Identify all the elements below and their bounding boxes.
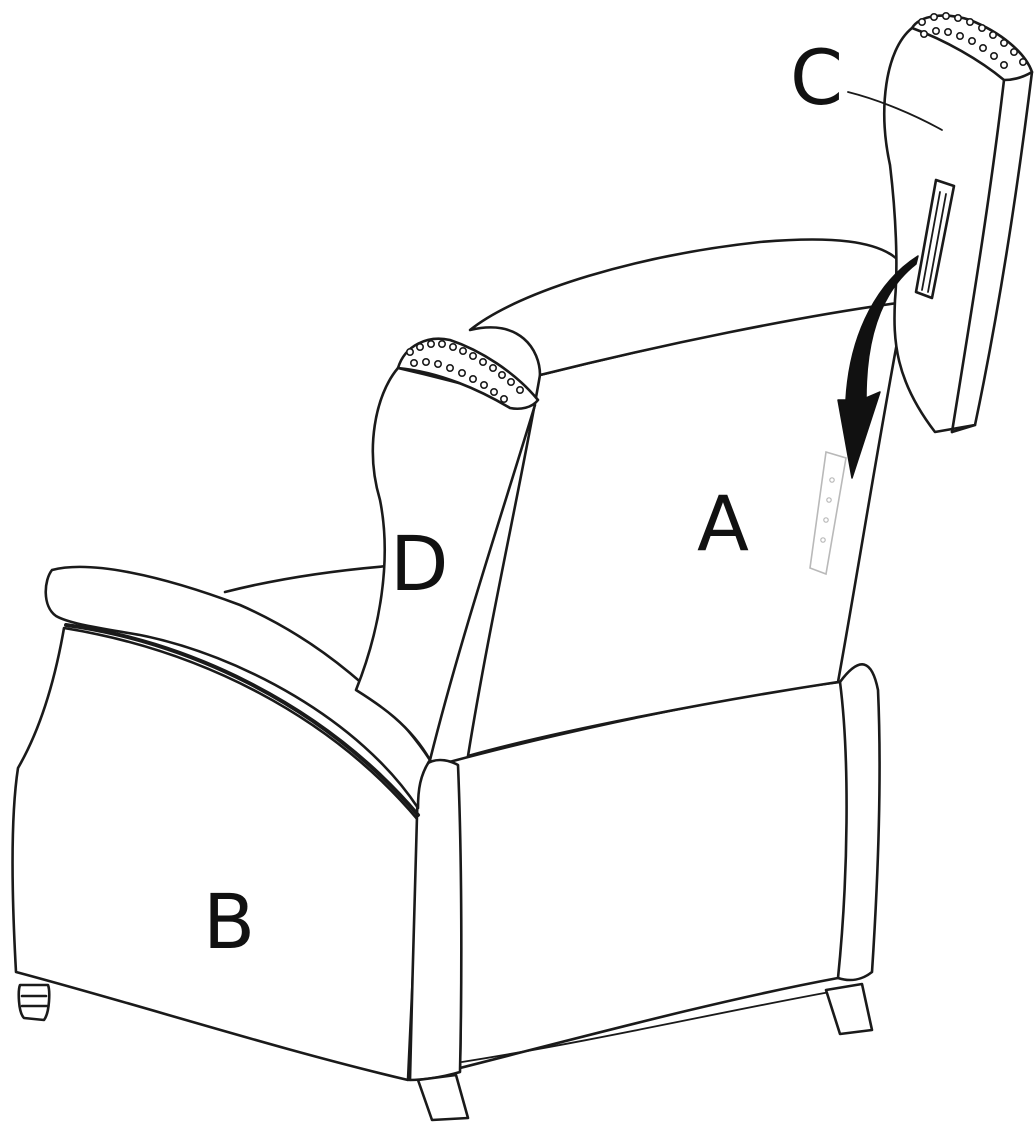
rear-leg-left bbox=[418, 1075, 468, 1120]
label-base: B bbox=[203, 877, 255, 966]
label-wing-detached: C bbox=[790, 33, 843, 122]
front-leg bbox=[19, 985, 49, 1020]
label-backrest: A bbox=[697, 479, 749, 568]
rear-leg-right bbox=[826, 984, 872, 1034]
label-wing-fixed: D bbox=[390, 519, 449, 608]
